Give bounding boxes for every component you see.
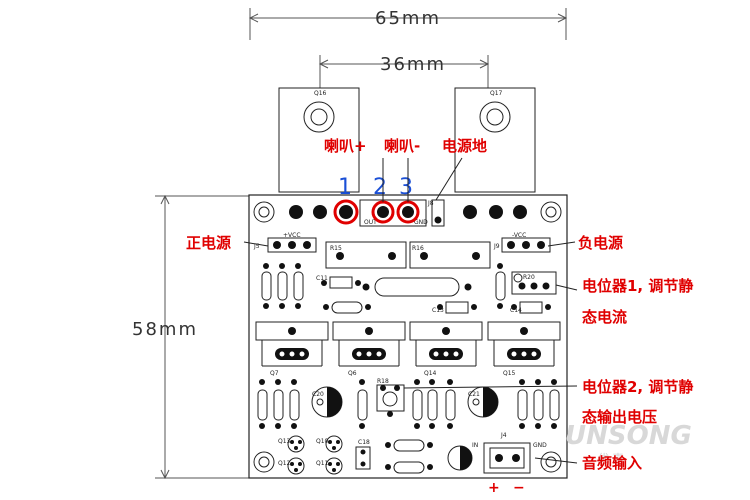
potentiometer-r18: R18	[376, 378, 405, 417]
transistor-q10: Q10	[316, 435, 343, 453]
transistor-q17: Q17	[454, 87, 536, 193]
transistor-q12: Q12	[278, 457, 305, 475]
svg-text:R20: R20	[523, 274, 535, 281]
transistor-q15: Q15	[487, 321, 561, 377]
svg-text:OUT: OUT	[364, 219, 377, 226]
resistor-bank-lower	[257, 379, 560, 429]
pin-number-1: 1	[338, 175, 352, 200]
transistor-q7: Q7	[255, 321, 329, 377]
svg-text:J8: J8	[427, 200, 434, 207]
label-speaker-minus: 喇叭-	[384, 137, 420, 155]
svg-text:+VCC: +VCC	[283, 232, 301, 239]
transistor-q6: Q6	[332, 321, 406, 377]
svg-text:Q15: Q15	[503, 370, 516, 377]
top-pad-row	[289, 205, 527, 219]
dimension-36mm	[318, 55, 490, 88]
label-speaker-plus: 喇叭+	[324, 137, 367, 155]
negative-supply-connector: -VCC J9	[493, 232, 551, 253]
resistor-bank-right-upper	[495, 263, 506, 309]
small-oval-left	[323, 301, 371, 314]
svg-text:J9: J9	[493, 243, 500, 250]
label-pot1-line2: 态电流	[582, 308, 627, 326]
resistor-r15: R15	[325, 241, 407, 269]
svg-text:Q17: Q17	[490, 90, 503, 97]
svg-text:C18: C18	[358, 439, 370, 446]
capacitor-c20: C20	[311, 386, 343, 418]
label-negative-supply: 负电源	[578, 234, 623, 252]
label-power-ground: 电源地	[442, 137, 487, 155]
svg-text:J5: J5	[253, 243, 260, 250]
potentiometer-r20: R20	[511, 271, 557, 295]
capacitor-c18: C18	[355, 439, 371, 470]
resistor-bank-left-upper	[261, 263, 304, 309]
svg-text:C21: C21	[468, 391, 480, 398]
svg-text:Q14: Q14	[424, 370, 437, 377]
dimension-65mm	[248, 8, 568, 40]
transistor-q16: Q16	[278, 87, 360, 193]
mounting-holes	[253, 201, 562, 473]
small-ovals-bottom	[385, 439, 433, 474]
svg-text:C11: C11	[316, 275, 328, 282]
svg-text:C13: C13	[432, 307, 444, 314]
svg-text:C20: C20	[312, 391, 324, 398]
svg-text:IN: IN	[472, 442, 478, 449]
svg-text:Q13: Q13	[278, 438, 291, 445]
audio-input-connector: IN J4 GND	[472, 432, 547, 474]
svg-text:GND: GND	[533, 442, 547, 449]
label-positive-supply: 正电源	[186, 234, 231, 252]
oval-component	[362, 277, 472, 297]
input-minus-sign: −	[513, 480, 525, 496]
label-pot2-line2: 态输出电压	[582, 408, 657, 426]
transistor-q14: Q14	[409, 321, 483, 377]
svg-text:Q16: Q16	[314, 90, 327, 97]
svg-text:GND: GND	[414, 219, 428, 226]
label-audio-input: 音频输入	[582, 454, 642, 472]
transistor-q13: Q13	[278, 435, 305, 453]
svg-text:J4: J4	[500, 432, 507, 439]
svg-text:Q12: Q12	[278, 460, 291, 467]
dimension-36mm-label: 36mm	[380, 54, 446, 75]
svg-text:Q7: Q7	[270, 370, 279, 377]
leader-lines	[243, 157, 578, 464]
svg-text:-VCC: -VCC	[512, 232, 526, 239]
capacitor-c11: C11	[316, 275, 361, 289]
dimension-65mm-label: 65mm	[375, 8, 441, 29]
label-pot1-line1: 电位器1, 调节静	[582, 277, 693, 295]
dimension-58mm	[155, 194, 250, 480]
svg-text:R16: R16	[412, 245, 424, 252]
svg-text:Q6: Q6	[348, 370, 357, 377]
dimension-58mm-label: 58mm	[132, 319, 198, 340]
pin-number-3: 3	[399, 175, 413, 200]
svg-text:R18: R18	[377, 378, 389, 385]
watermark-cn: 优 声	[598, 451, 624, 465]
resistor-r16: R16	[409, 241, 491, 269]
svg-text:Q11: Q11	[316, 460, 329, 467]
positive-supply-connector: +VCC J5	[253, 232, 317, 253]
svg-text:C14: C14	[510, 307, 522, 314]
capacitor-c13: C13	[432, 301, 477, 314]
input-capacitor	[447, 445, 473, 471]
pin-number-2: 2	[373, 175, 387, 200]
input-plus-sign: +	[488, 480, 500, 496]
svg-text:R15: R15	[330, 245, 342, 252]
capacitor-c21: C21	[467, 386, 499, 418]
label-pot2-line1: 电位器2, 调节静	[582, 378, 693, 396]
svg-text:Q10: Q10	[316, 438, 329, 445]
watermark-brand: UNSONG	[565, 421, 692, 451]
transistor-q11: Q11	[316, 457, 343, 475]
capacitor-c14: C14	[510, 301, 551, 314]
